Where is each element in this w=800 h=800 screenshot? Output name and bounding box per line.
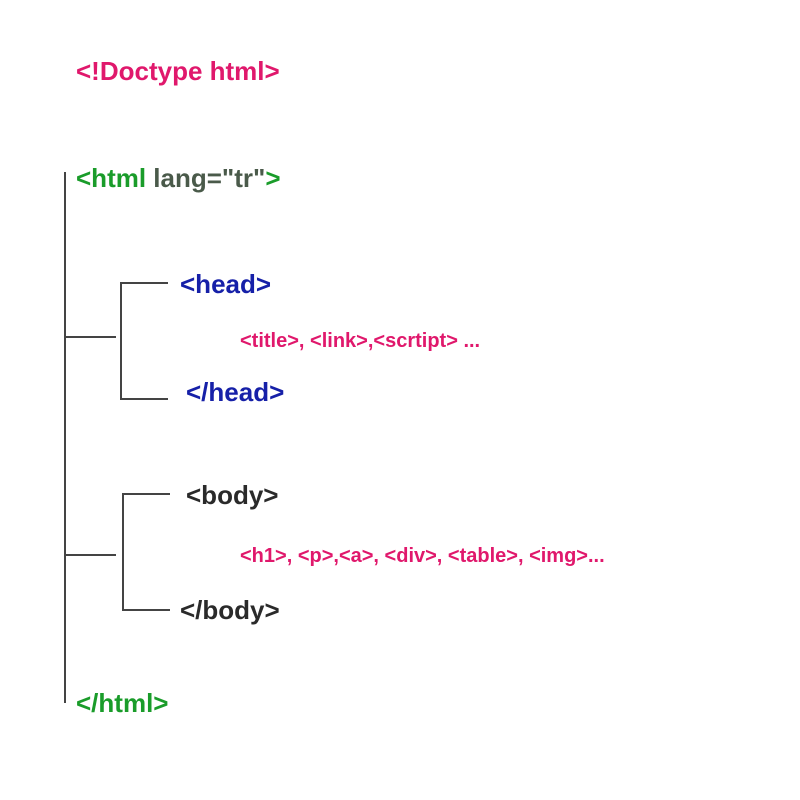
body-children-list: <h1>, <p>,<a>, <div>, <table>, <img>...: [240, 545, 605, 567]
head-bracket-top-line: [120, 282, 168, 284]
body-bracket-bottom-line: [122, 609, 170, 611]
html-close-tag: </html>: [76, 688, 169, 718]
head-children-list: <title>, <link>,<scrtipt> ...: [240, 330, 481, 352]
head-open-tag: <head>: [180, 269, 272, 299]
body-bracket-top-line: [122, 493, 170, 495]
body-close-tag: </body>: [180, 595, 280, 625]
doctype-declaration: <!Doctype html>: [76, 56, 280, 86]
html-open-close-bracket: >: [265, 163, 281, 193]
body-bracket-vertical-line: [122, 493, 124, 611]
body-open-tag: <body>: [186, 480, 279, 510]
head-bracket-vertical-line: [120, 282, 122, 400]
head-bracket-bottom-line: [120, 398, 168, 400]
head-branch-connector: [64, 336, 116, 338]
html-tag-name: <html: [76, 163, 147, 193]
body-branch-connector: [64, 554, 116, 556]
html-lang-attribute: lang="tr": [146, 163, 266, 193]
head-close-tag: </head>: [186, 377, 285, 407]
html-open-tag: <html lang="tr">: [76, 165, 281, 191]
html-tree-vertical-line: [64, 172, 66, 703]
